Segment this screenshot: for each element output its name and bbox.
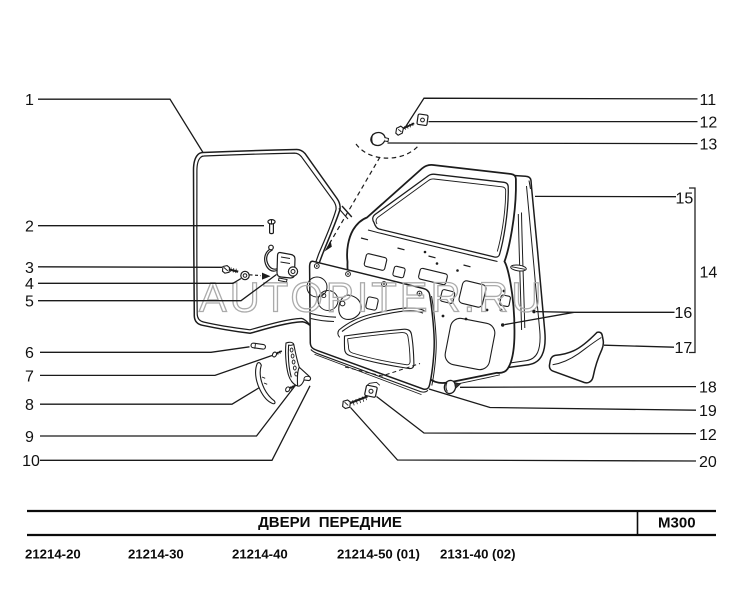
svg-text:12: 12: [700, 114, 718, 131]
svg-text:6: 6: [25, 345, 34, 362]
svg-text:14: 14: [700, 264, 718, 281]
svg-text:21214-20: 21214-20: [25, 547, 81, 562]
svg-text:11: 11: [700, 92, 717, 109]
svg-text:8: 8: [25, 397, 34, 414]
svg-text:21214-50 (01): 21214-50 (01): [337, 547, 420, 562]
svg-text:20: 20: [699, 454, 717, 471]
svg-text:3: 3: [25, 260, 34, 277]
svg-text:21214-40: 21214-40: [232, 547, 288, 562]
svg-text:2131-40 (02): 2131-40 (02): [440, 547, 516, 562]
svg-text:18: 18: [699, 379, 717, 396]
svg-text:5: 5: [25, 294, 34, 311]
svg-text:ДВЕРИ ПЕРЕДНИЕ: ДВЕРИ ПЕРЕДНИЕ: [258, 514, 402, 531]
svg-text:10: 10: [22, 453, 40, 470]
svg-text:21214-30: 21214-30: [128, 547, 184, 562]
svg-text:М300: М300: [658, 515, 696, 532]
svg-text:2: 2: [25, 219, 34, 236]
svg-text:16: 16: [675, 305, 693, 322]
svg-text:1: 1: [25, 92, 34, 109]
svg-text:15: 15: [676, 190, 694, 207]
svg-text:19: 19: [699, 403, 717, 420]
svg-text:AUTOPITER.RU: AUTOPITER.RU: [199, 274, 544, 321]
svg-text:7: 7: [25, 368, 34, 385]
svg-text:9: 9: [25, 429, 34, 446]
svg-text:13: 13: [700, 136, 718, 153]
svg-text:12: 12: [699, 427, 717, 444]
svg-text:17: 17: [675, 340, 693, 357]
svg-text:4: 4: [25, 276, 34, 293]
